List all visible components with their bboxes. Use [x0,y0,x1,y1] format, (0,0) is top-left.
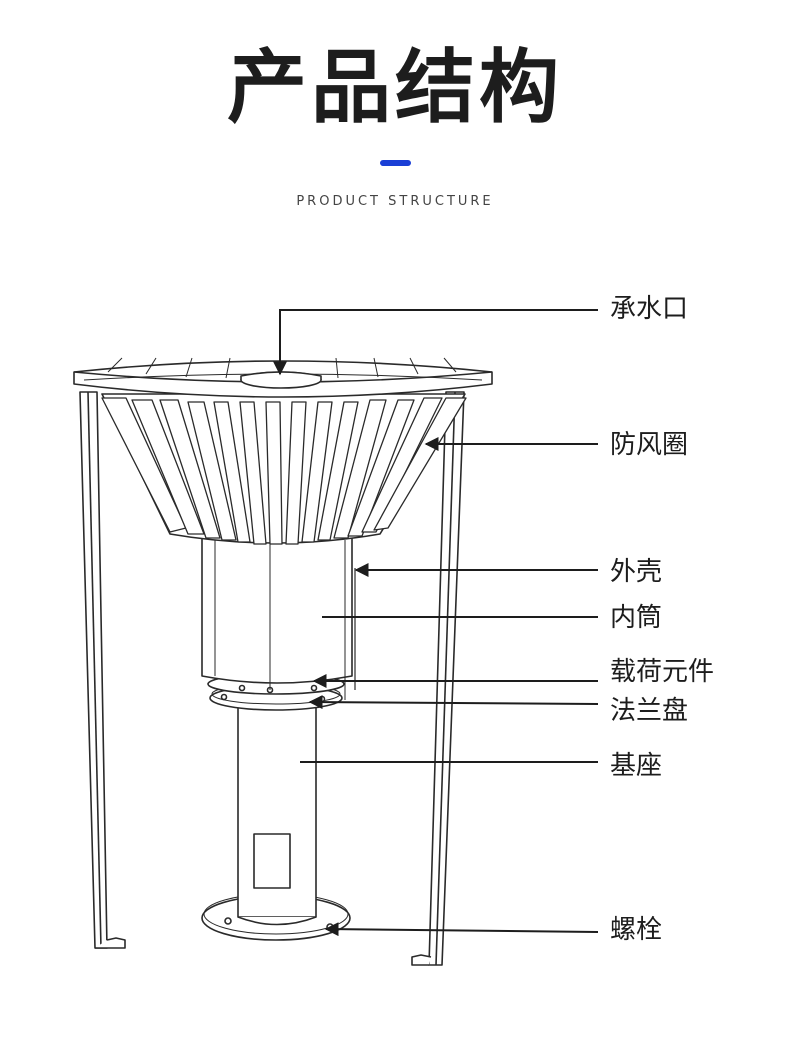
leader-water-inlet [273,309,598,376]
outer-shell-shape [201,537,356,700]
windshield-ring-shape [101,393,467,545]
support-leg-right [411,391,465,966]
label-load-element: 载荷元件 [610,657,715,687]
label-water-inlet: 承水口 [610,294,689,324]
support-leg-left [79,391,126,949]
label-inner-cylinder: 内筒 [610,603,663,633]
title-accent-bar [380,160,411,166]
base-column [237,704,317,926]
page-subtitle: PRODUCT STRUCTURE [296,194,494,209]
leader-bolt [324,922,599,937]
leader-flange-plate [308,695,599,710]
label-flange-plate: 法兰盘 [610,696,689,726]
base-service-panel [253,833,291,889]
page-title: 产品结构 [227,41,563,134]
label-outer-shell: 外壳 [610,557,663,587]
label-bolt: 螺栓 [610,915,663,945]
water-inlet-shape [240,371,322,389]
label-windshield-ring: 防风圈 [610,430,689,460]
label-base: 基座 [610,751,663,781]
